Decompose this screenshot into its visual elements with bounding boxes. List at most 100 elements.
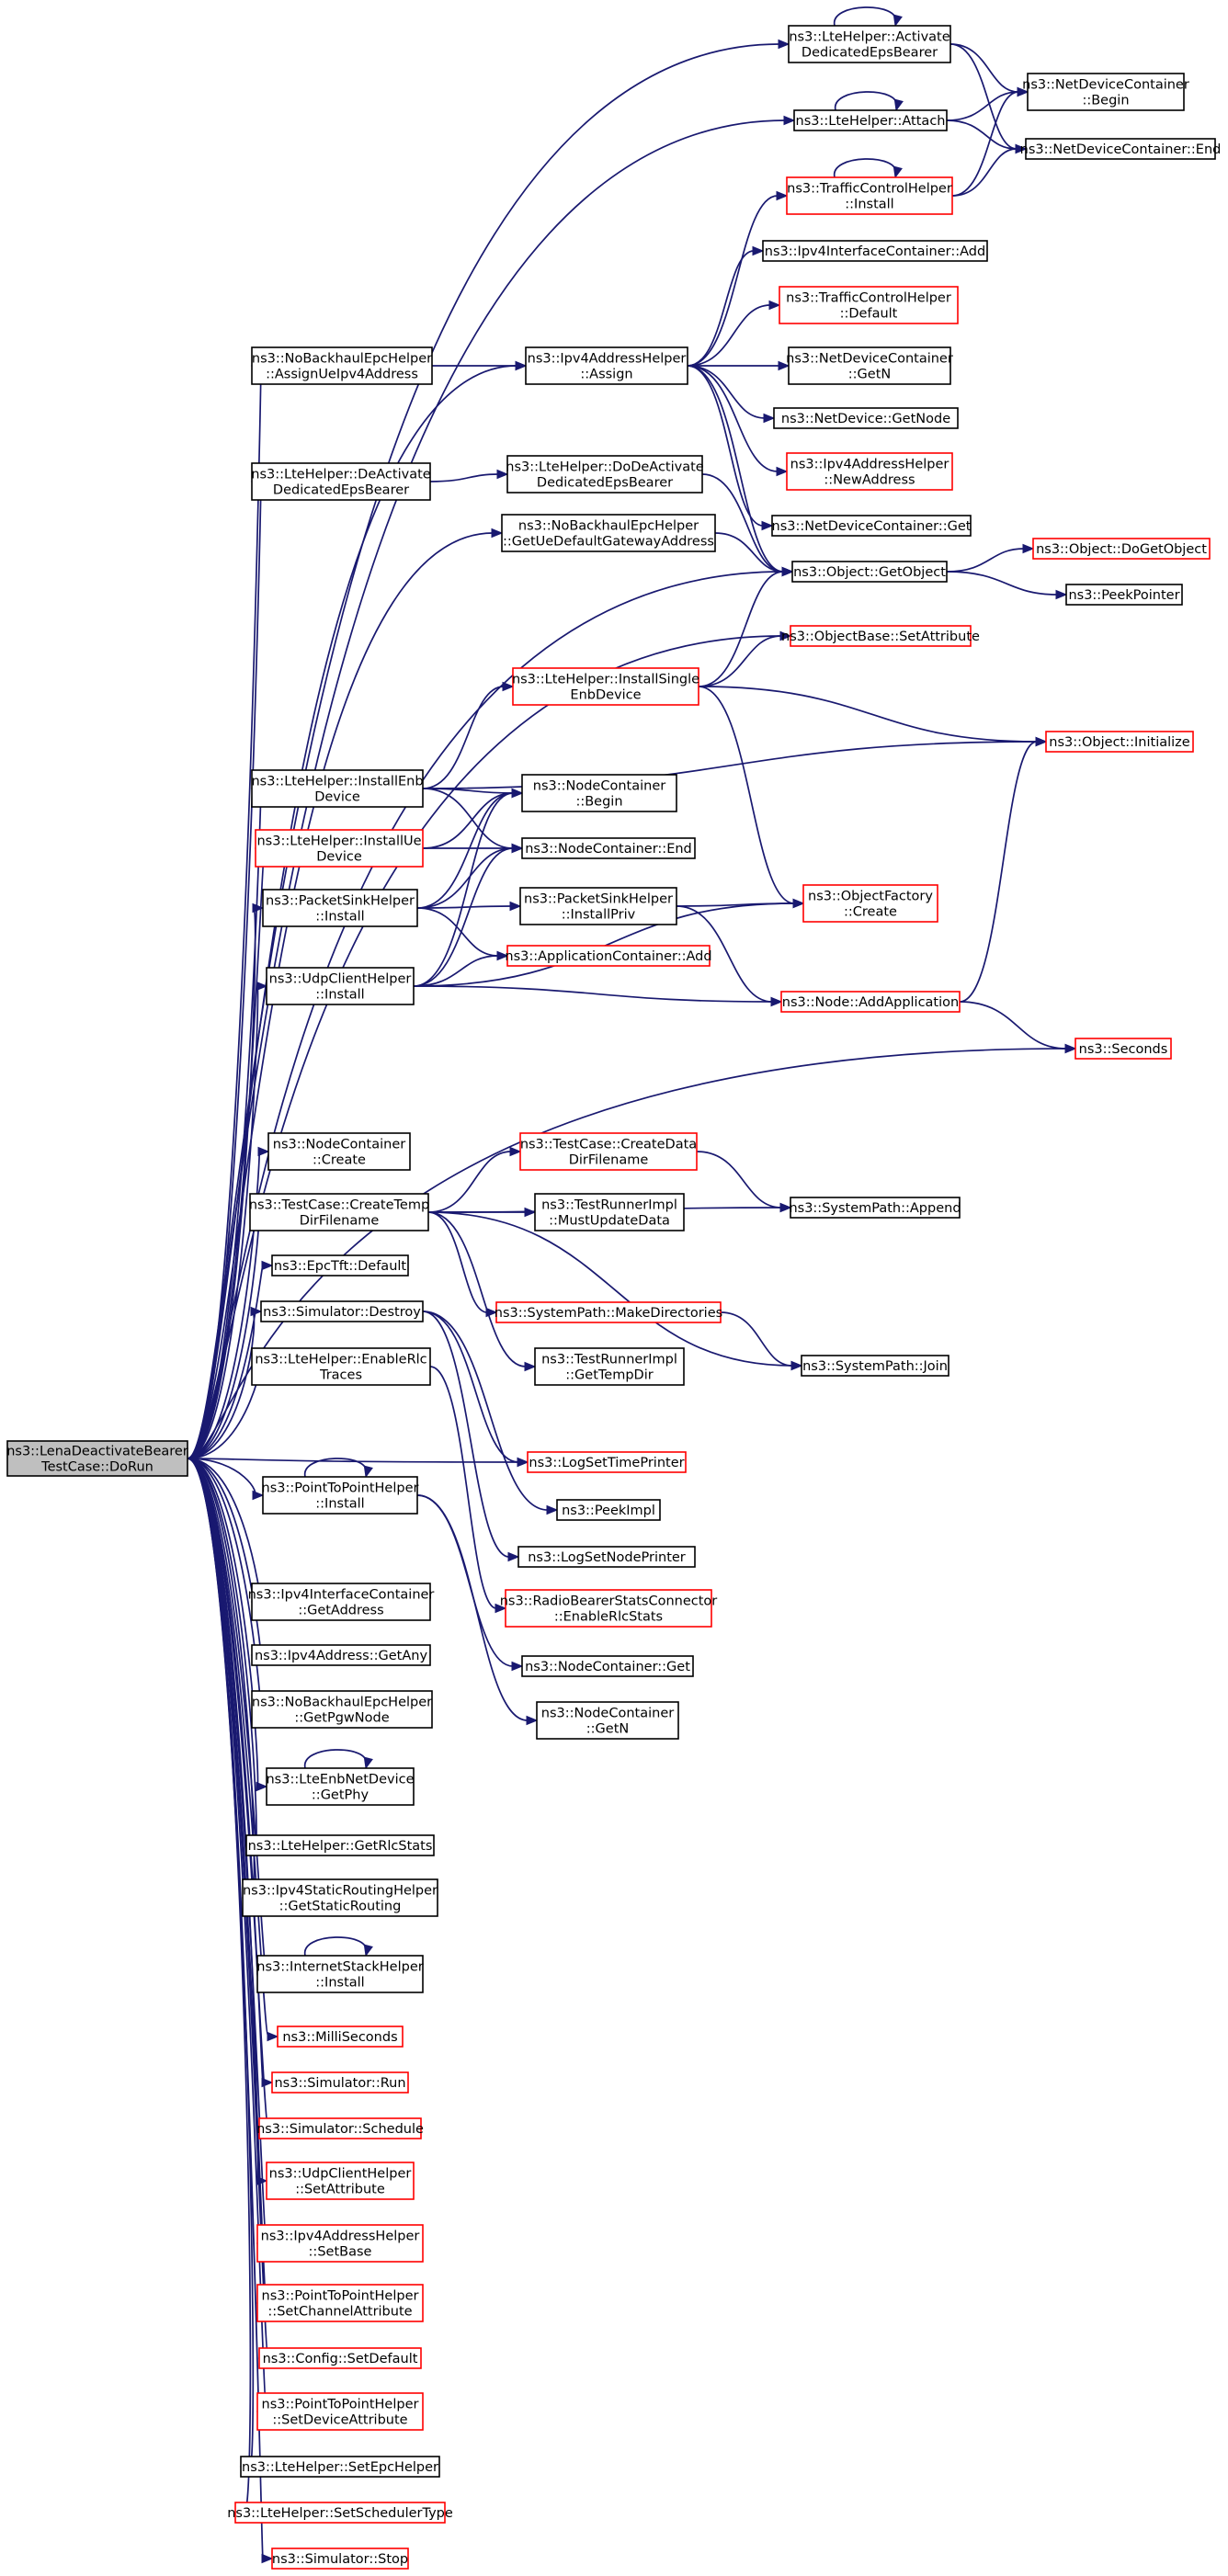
node-p2p-setdevice[interactable]: ns3::PointToPointHelper::SetDeviceAttrib…	[256, 2392, 424, 2431]
node-uch-setattr[interactable]: ns3::UdpClientHelper::SetAttribute	[266, 2162, 415, 2200]
node-p2p-install[interactable]: ns3::PointToPointHelper::Install	[262, 1476, 419, 1515]
node-nd-getnode[interactable]: ns3::NetDevice::GetNode	[773, 407, 959, 429]
edge-line	[187, 1458, 257, 1846]
node-objbase-setattr[interactable]: ns3::ObjectBase::SetAttribute	[781, 625, 980, 647]
node-uch-install[interactable]: ns3::UdpClientHelper::Install	[266, 967, 415, 1005]
node-ipv4ah-newaddr[interactable]: ns3::Ipv4AddressHelper::NewAddress	[786, 452, 953, 491]
edge-arrowhead	[363, 1465, 373, 1479]
node-nobh-assign[interactable]: ns3::NoBackhaulEpcHelper::AssignUeIpv4Ad…	[251, 346, 433, 385]
node-tch-default[interactable]: ns3::TrafficControlHelper::Default	[779, 286, 959, 324]
node-label: ns3::LteHelper::InstallSingle	[512, 673, 699, 687]
node-activate[interactable]: ns3::LteHelper::ActivateDedicatedEpsBear…	[788, 25, 951, 63]
node-ipv4srh-get[interactable]: ns3::Ipv4StaticRoutingHelper::GetStaticR…	[242, 1878, 438, 1917]
edge-arrowhead	[256, 1781, 268, 1792]
node-seconds[interactable]: ns3::Seconds	[1074, 1038, 1172, 1060]
node-setepchelper[interactable]: ns3::LteHelper::SetEpcHelper	[240, 2456, 440, 2478]
node-peekpointer[interactable]: ns3::PeekPointer	[1065, 584, 1183, 606]
edge-root-to-p2p-install	[187, 1458, 265, 1501]
node-tri-mustupdate[interactable]: ns3::TestRunnerImpl::MustUpdateData	[534, 1193, 685, 1231]
node-nobh-gw[interactable]: ns3::NoBackhaulEpcHelper::GetUeDefaultGa…	[501, 514, 716, 552]
node-setscheduler[interactable]: ns3::LteHelper::SetSchedulerType	[227, 2502, 453, 2524]
node-ipv4ah-setbase[interactable]: ns3::Ipv4AddressHelper::SetBase	[256, 2224, 424, 2263]
node-ipv4ah-assign[interactable]: ns3::Ipv4AddressHelper::Assign	[525, 346, 688, 385]
node-nc-create[interactable]: ns3::NodeContainer::Create	[267, 1132, 411, 1171]
node-ipv4ic-getaddr[interactable]: ns3::Ipv4InterfaceContainer::GetAddress	[248, 1583, 435, 1621]
node-label: ns3::TrafficControlHelper	[787, 182, 952, 197]
edge-line	[698, 635, 782, 687]
node-ipv4addr-getany[interactable]: ns3::Ipv4Address::GetAny	[251, 1644, 431, 1666]
node-config-setdefault[interactable]: ns3::Config::SetDefault	[258, 2347, 422, 2369]
node-ish-install[interactable]: ns3::InternetStackHelper::Install	[256, 1955, 424, 1993]
node-node-addapp[interactable]: ns3::Node::AddApplication	[780, 991, 961, 1013]
node-sp-join[interactable]: ns3::SystemPath::Join	[801, 1355, 949, 1377]
edge-line	[946, 548, 1025, 573]
edge-tc-createdata-to-sp-append	[696, 1151, 792, 1213]
node-label: ::GetPhy	[312, 1788, 370, 1803]
node-deactivate[interactable]: ns3::LteHelper::DeActivateDedicatedEpsBe…	[251, 462, 431, 501]
node-logsettime[interactable]: ns3::LogSetTimePrinter	[527, 1451, 687, 1473]
edge-line	[696, 1151, 782, 1209]
node-label: ns3::Simulator::Destroy	[263, 1305, 421, 1320]
node-obj-dogetobject[interactable]: ns3::Object::DoGetObject	[1032, 538, 1211, 560]
node-label: ns3::UdpClientHelper	[269, 2167, 412, 2182]
node-ndc-end[interactable]: ns3::NetDeviceContainer::End	[1020, 138, 1222, 160]
node-attach[interactable]: ns3::LteHelper::Attach	[793, 109, 948, 131]
node-nc-begin[interactable]: ns3::NodeContainer::Begin	[521, 774, 677, 812]
node-nc-getn[interactable]: ns3::NodeContainer::GetN	[536, 1701, 679, 1740]
node-rbsc-enablerlc[interactable]: ns3::RadioBearerStatsConnector::EnableRl…	[500, 1589, 718, 1628]
node-ndc-get[interactable]: ns3::NetDeviceContainer::Get	[771, 515, 972, 537]
node-appc-add[interactable]: ns3::ApplicationContainer::Add	[505, 945, 712, 967]
node-objfactory-create[interactable]: ns3::ObjectFactory::Create	[802, 884, 938, 923]
node-lteenb-getphy[interactable]: ns3::LteEnbNetDevice::GetPhy	[266, 1767, 415, 1806]
edge-tch-install-to-ndc-end	[951, 143, 1028, 197]
node-obj-getobject[interactable]: ns3::Object::GetObject	[791, 561, 948, 583]
node-nobh-getpgw[interactable]: ns3::NoBackhaulEpcHelper::GetPgwNode	[251, 1690, 433, 1729]
node-box	[534, 1193, 685, 1231]
edge-arrowhead	[509, 901, 522, 912]
node-label: ns3::SystemPath::Append	[789, 1201, 961, 1216]
node-sim-destroy[interactable]: ns3::Simulator::Destroy	[260, 1300, 424, 1322]
node-epctft-default[interactable]: ns3::EpcTft::Default	[271, 1254, 409, 1277]
edge-line	[416, 792, 514, 909]
node-psh-installpriv[interactable]: ns3::PacketSinkHelper::InstallPriv	[519, 887, 677, 925]
node-box	[1025, 138, 1216, 160]
node-sp-append[interactable]: ns3::SystemPath::Append	[789, 1197, 961, 1219]
node-sim-stop[interactable]: ns3::Simulator::Stop	[271, 2548, 409, 2570]
node-nc-end[interactable]: ns3::NodeContainer::End	[521, 837, 696, 859]
node-label: ::SetBase	[309, 2245, 372, 2260]
node-sp-makedirs[interactable]: ns3::SystemPath::MakeDirectories	[495, 1301, 722, 1323]
node-psh-install[interactable]: ns3::PacketSinkHelper::Install	[262, 889, 418, 927]
node-p2p-setchannel[interactable]: ns3::PointToPointHelper::SetChannelAttri…	[256, 2284, 424, 2322]
node-box	[786, 452, 953, 491]
node-sim-run[interactable]: ns3::Simulator::Run	[271, 2071, 409, 2094]
node-dodeactivate[interactable]: ns3::LteHelper::DoDeActivateDedicatedEps…	[506, 455, 704, 494]
edge-arrowhead	[783, 115, 796, 126]
edge-installenb-to-obj-init	[422, 736, 1048, 789]
node-nc-get[interactable]: ns3::NodeContainer::Get	[521, 1655, 694, 1677]
edge-line	[834, 158, 896, 178]
edge-root-to-obj-getobject	[187, 566, 794, 1459]
node-getrlcstats[interactable]: ns3::LteHelper::GetRlcStats	[245, 1834, 435, 1856]
node-ndc-getn[interactable]: ns3::NetDeviceContainer::GetN	[786, 346, 953, 385]
node-obj-init[interactable]: ns3::Object::Initialize	[1045, 731, 1194, 753]
node-milliseconds[interactable]: ns3::MilliSeconds	[277, 2026, 404, 2048]
node-logsetnode[interactable]: ns3::LogSetNodePrinter	[517, 1546, 696, 1568]
node-ndc-begin[interactable]: ns3::NetDeviceContainer::Begin	[1022, 73, 1189, 111]
node-peekimpl[interactable]: ns3::PeekImpl	[556, 1499, 661, 1521]
edge-psh-install-to-appc-add	[416, 907, 509, 961]
node-ipv4ic-add[interactable]: ns3::Ipv4InterfaceContainer::Add	[762, 240, 988, 262]
node-tri-gettempdir[interactable]: ns3::TestRunnerImpl::GetTempDir	[534, 1347, 685, 1386]
node-sim-schedule[interactable]: ns3::Simulator::Schedule	[256, 2117, 424, 2139]
edge-line	[959, 741, 1038, 1003]
node-tch-install[interactable]: ns3::TrafficControlHelper::Install	[786, 176, 953, 215]
edge-root-to-epctft-default	[187, 1260, 274, 1459]
node-box	[267, 1132, 411, 1171]
node-box	[1045, 731, 1194, 753]
